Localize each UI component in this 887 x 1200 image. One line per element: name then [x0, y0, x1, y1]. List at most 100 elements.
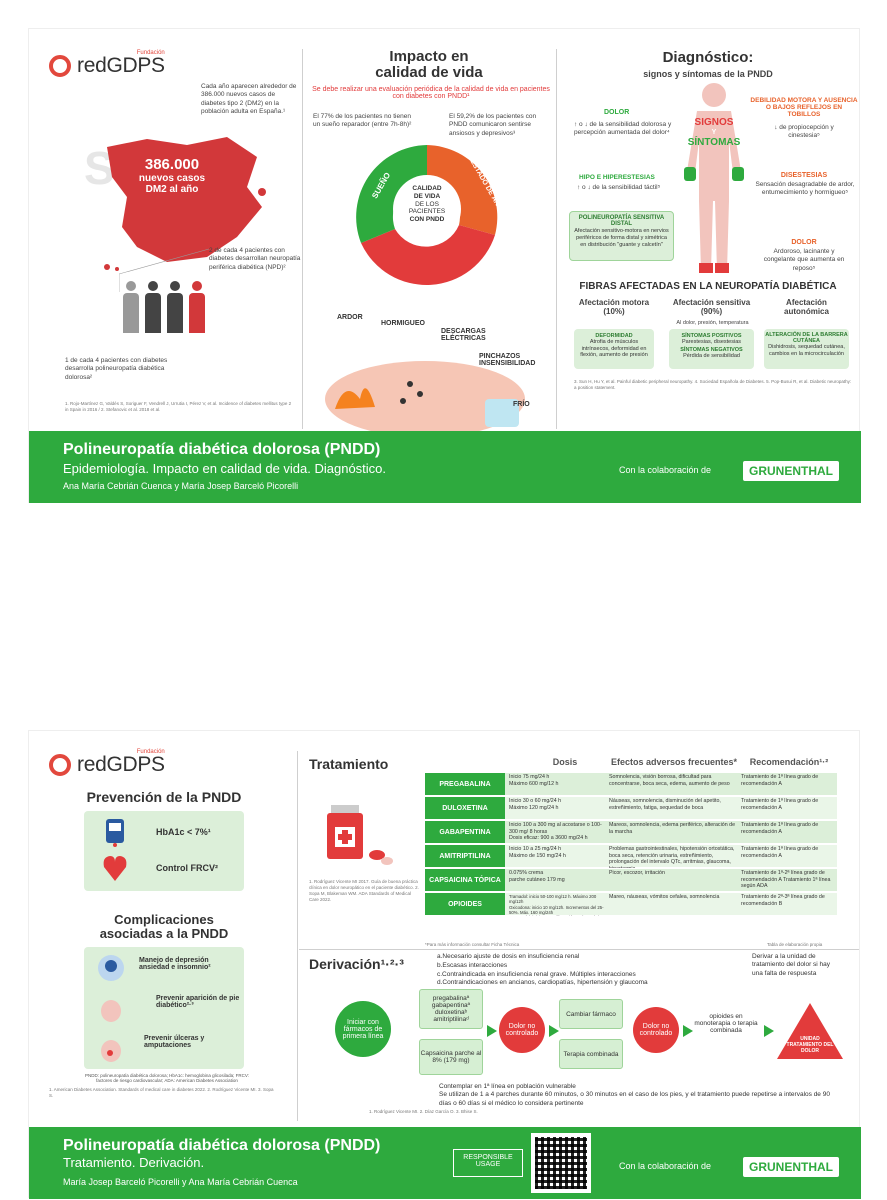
sintomas-word: SÍNTOMAS [687, 136, 741, 148]
table-cell-dose: 0.075% crema parche cutáneo 179 mg [509, 870, 565, 883]
foot-symptoms-illustration [325, 361, 525, 437]
derivacion-title: Derivación¹·²·³ [309, 956, 404, 972]
prevencion-abbreviations: PNDD: polineuropatía diabética dolorosa;… [85, 1073, 249, 1083]
diag-references: 3. Sun H, Hu Y, et al. Painful diabetic … [574, 379, 852, 390]
signos-word: SIGNOS [694, 117, 734, 128]
derivacion-footer: Contemplar en 1ª línea en población vuln… [439, 1083, 839, 1108]
hipo-text: ↑ o ↓ de la sensibilidad táctil⁵ [577, 184, 661, 191]
hormigueo-label: HORMIGUEO [381, 320, 425, 327]
ardor-label: ARDOR [337, 314, 363, 321]
banner-title: Polineuropatía diabética dolorosa (PNDD) [63, 1137, 381, 1154]
medicine-bottle-icon [327, 805, 393, 865]
section-divider [299, 949, 859, 950]
pinchazos-label: PINCHAZOS INSENSIBILIDAD [479, 353, 536, 367]
terapia-box: Terapia combinada [559, 1039, 623, 1069]
fibras-title: FIBRAS AFECTADAS EN LA NEUROPATÍA DIABÉT… [579, 281, 837, 292]
big-number: 386.000 [144, 156, 200, 173]
drug-name: PREGABALINA [425, 773, 505, 795]
center-line-5: CON PNDD [409, 216, 445, 224]
ring-center-text: CALIDAD DE VIDA DE LOS PACIENTES CON PND… [402, 185, 452, 224]
frio-label: FRÍO [513, 401, 530, 408]
cambiar-box: Cambiar fármaco [559, 999, 623, 1029]
complicaciones-title-1: Complicaciones [114, 912, 214, 927]
prevencion-title: Prevención de la PNDD [86, 789, 242, 805]
barrera-text: Dishidrosis, sequedad cutánea, cambios e… [768, 344, 845, 357]
banner-collab: Con la colaboración de [619, 465, 712, 475]
one-of-four-text: 1 de cada 4 pacientes con diabetes desar… [65, 357, 168, 381]
banner-authors: María Josep Barceló Picorelli y Ana Marí… [63, 1177, 298, 1187]
impacto-title-1: Impacto en [389, 48, 469, 65]
column-divider [302, 49, 303, 429]
connector-line [119, 248, 210, 292]
fibra-sensitiva-title: Afectación sensitiva (90%) [672, 298, 751, 316]
unidad-label: UNIDAD TRATAMIENTO DEL DOLOR [786, 1036, 834, 1054]
col-efectos: Efectos adversos frecuentes* [610, 757, 738, 767]
y-word: Y [711, 128, 717, 136]
redgdps-logo: redGDPS Fundación [49, 749, 165, 777]
banner-subtitle: Epidemiología. Impacto en calidad de vid… [63, 461, 387, 476]
positivos-text: Parestesias, disestesias [682, 339, 741, 345]
drug-name: OPIOIDES [425, 893, 505, 915]
debilidad-text: ↓ de propiocepción y cinestesia⁵ [774, 124, 834, 140]
debilidad-heading: DEBILIDAD MOTORA Y AUSENCIA O BAJOS REFL… [750, 97, 858, 118]
person-icon [145, 281, 161, 333]
dolor2-text: Ardoroso, lacinante y congelante que aum… [763, 248, 845, 272]
ring-symptoms-label: SÍNTOMAS [409, 287, 453, 296]
banner-authors: Ana María Cebrián Cuenca y María Josep B… [63, 481, 299, 491]
usage-word: USAGE [475, 1161, 501, 1168]
complicaciones-title: Complicaciones asociadas a la PNDD [49, 912, 279, 942]
comp2-text: Prevenir aparición de pie diabético²·³ [156, 995, 240, 1009]
tratamiento-references: 1. Rodríguez Vicente MI 2017. Guía de bu… [309, 879, 419, 902]
positivos-title: SÍNTOMAS POSITIVOS [681, 333, 742, 339]
drug-name: AMITRIPTILINA [425, 845, 505, 867]
table-row [505, 869, 837, 891]
banner-collab: Con la colaboración de [619, 1161, 712, 1171]
derivacion-notes: a.Necesario ajuste de dosis en insuficie… [437, 953, 727, 988]
big-stat: 386.000 nuevos casos DM2 al año [117, 156, 227, 195]
center-line-2: DE VIDA [413, 192, 441, 200]
table-row [505, 845, 837, 867]
infographic-page-1: redGDPS Fundación Cada año aparecen alre… [28, 28, 861, 503]
comp3-text: Prevenir úlceras y amputaciones [144, 1035, 205, 1049]
comp1-text: Manejo de depresión ansiedad e insomnio² [139, 957, 211, 971]
banner-subtitle: Tratamiento. Derivación. [63, 1155, 205, 1170]
table-cell-dose: Inicio 100 a 300 mg al acostarse o 100-3… [509, 822, 602, 842]
fibra-motora-box: DEFORMIDAD Atrofia de músculos intrínsec… [574, 329, 654, 369]
center-line-1: CALIDAD [412, 185, 442, 192]
center-line-3: DE LOS [415, 200, 439, 208]
impacto-subtitle: Se debe realizar una evaluación periódic… [312, 86, 550, 100]
epi-intro: Cada año aparecen alrededor de 386.000 n… [201, 83, 297, 116]
person-icon [167, 281, 183, 333]
derivar-text: Derivar a la unidad de tratamiento del d… [752, 953, 831, 977]
fibra-autonomica-title: Afectación autonómica [784, 298, 829, 316]
responsible-usage-badge: RESPONSIBLE USAGE [453, 1149, 523, 1177]
table-cell-rec: Tratamiento de 1ª línea grado de recomen… [741, 822, 819, 835]
drug-name: CAPSAICINA TÓPICA [425, 869, 505, 891]
table-row [505, 773, 837, 795]
note-d: d.Contraindicaciones en ancianos, cardio… [437, 979, 648, 987]
disestesias-heading: DISESTESIAS [780, 172, 828, 179]
responsible-word: RESPONSIBLE [463, 1154, 513, 1161]
table-cell-rec: Tratamiento de 2ª-3ª línea grado de reco… [741, 894, 825, 907]
start-node: Iniciar con fármacos de primera línea [335, 1001, 391, 1057]
opioides-text: opioides en monoterapia o terapia combin… [694, 1013, 758, 1034]
table-cell-effects: Picor, escozor, irritación [609, 870, 665, 876]
prevencion-references: 1. American Diabetes Association. Standa… [49, 1087, 274, 1098]
derivacion-references: 1. Rodríguez Vicente MI. 2. Díaz García … [369, 1109, 478, 1114]
table-cell-rec: Tratamiento de 1ª-2ª línea grado de reco… [741, 870, 831, 890]
drug-name: DULOXETINA [425, 797, 505, 819]
page2-banner: Polineuropatía diabética dolorosa (PNDD)… [29, 1127, 861, 1199]
negativos-title: SÍNTOMAS NEGATIVOS [680, 347, 743, 353]
logo-fundacion: Fundación [136, 50, 165, 56]
table-cell-dose: Inicio 30 o 60 mg/24 h Máximo 120 mg/24 … [509, 798, 562, 811]
fibra-sensitiva-box: SÍNTOMAS POSITIVOS Parestesias, disestes… [669, 329, 754, 369]
table-cell-dose: Inicio 75 mg/24 h Máximo 600 mg/12 h [509, 774, 559, 787]
foot-ulcer-icon [101, 1040, 121, 1062]
page1-banner: Polineuropatía diabética dolorosa (PNDD)… [29, 431, 861, 503]
big-text-1: nuevos casos [138, 173, 206, 184]
impacto-title-2: calidad de vida [375, 63, 483, 81]
table-cell-effects: Problemas gastrointestinales, hipotensió… [609, 846, 735, 868]
impacto-title: Impacto en calidad de vida [309, 49, 549, 81]
qr-code-icon[interactable] [531, 1133, 591, 1193]
tratamiento-title: Tratamiento [309, 756, 389, 772]
